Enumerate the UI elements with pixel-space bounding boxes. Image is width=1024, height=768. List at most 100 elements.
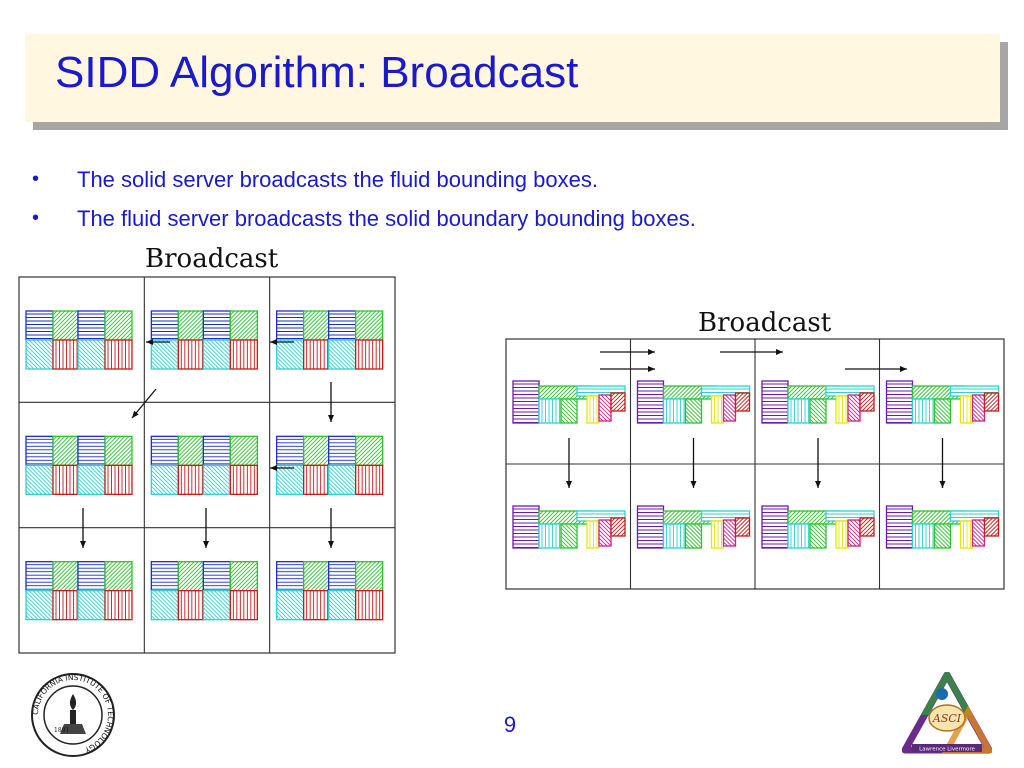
hatched-box xyxy=(229,435,258,466)
page-number: 9 xyxy=(503,712,517,737)
hatched-box xyxy=(355,435,384,466)
hatched-box xyxy=(202,464,231,495)
broadcast-arrow xyxy=(270,465,294,471)
right-figure-label: Broadcast xyxy=(698,308,832,338)
broadcast-arrow xyxy=(203,508,209,548)
left-figure-label: Broadcast xyxy=(145,244,279,274)
hatched-box xyxy=(150,561,179,592)
hatched-box xyxy=(77,435,106,466)
hatched-box xyxy=(710,395,725,424)
hatched-box xyxy=(983,392,1000,412)
hatched-box xyxy=(598,394,612,422)
asci-text: ASCI xyxy=(932,712,962,725)
hatched-box xyxy=(636,380,665,424)
partition-cell xyxy=(150,310,258,370)
asci-ribbon-text: Lawrence Livermore xyxy=(919,747,975,753)
caltech-seal-logo: CALIFORNIA INSTITUTE OF TECHNOLOGY 1891 xyxy=(31,673,115,757)
left-broadcast-figure xyxy=(18,276,396,654)
hatched-box xyxy=(971,519,986,547)
hatched-box xyxy=(177,435,204,466)
broadcast-arrow xyxy=(815,438,821,488)
bullet-text: The solid server broadcasts the fluid bo… xyxy=(77,167,598,192)
hatched-box xyxy=(177,310,204,341)
hatched-box xyxy=(77,310,106,341)
partition-cell xyxy=(512,505,626,549)
hatched-box xyxy=(276,435,305,466)
hatched-box xyxy=(809,398,827,424)
hatched-box xyxy=(538,398,562,424)
hatched-box xyxy=(859,392,875,412)
hatched-box xyxy=(52,464,79,495)
hatched-box xyxy=(761,380,789,424)
hatched-box xyxy=(835,520,849,549)
hatched-box xyxy=(276,464,305,495)
hatched-box xyxy=(847,394,861,422)
hatched-box xyxy=(355,464,384,495)
hatched-box xyxy=(911,398,936,424)
hatched-box xyxy=(303,435,330,466)
broadcast-arrow xyxy=(600,366,655,372)
hatched-box xyxy=(150,435,179,466)
hatched-box xyxy=(885,505,914,549)
hatched-box xyxy=(847,519,861,547)
hatched-box xyxy=(303,590,330,621)
hatched-box xyxy=(859,517,875,537)
hatched-box xyxy=(512,505,540,549)
hatched-box xyxy=(328,435,357,466)
partition-cell xyxy=(512,380,626,424)
hatched-box xyxy=(202,590,231,621)
bullet-text: The fluid server broadcasts the solid bo… xyxy=(77,206,696,231)
hatched-box xyxy=(761,505,789,549)
hatched-box xyxy=(25,435,54,466)
broadcast-arrow xyxy=(146,339,170,345)
hatched-box xyxy=(911,523,936,549)
broadcast-arrow xyxy=(845,366,907,372)
hatched-box xyxy=(787,523,811,549)
partition-cell xyxy=(761,505,875,549)
partition-cell xyxy=(636,380,751,424)
partition-cell xyxy=(636,505,751,549)
hatched-box xyxy=(662,523,687,549)
hatched-box xyxy=(104,339,133,370)
hatched-box xyxy=(202,339,231,370)
hatched-box xyxy=(303,464,330,495)
broadcast-arrow xyxy=(690,438,697,488)
hatched-box xyxy=(983,517,1000,537)
partition-cell xyxy=(276,310,384,370)
partition-cell xyxy=(885,380,1000,424)
hatched-box xyxy=(77,590,106,621)
hatched-box xyxy=(560,523,578,549)
hatched-box xyxy=(77,339,106,370)
hatched-box xyxy=(538,523,562,549)
hatched-box xyxy=(25,310,54,341)
partition-cell xyxy=(761,380,875,424)
broadcast-arrow xyxy=(600,349,655,355)
hatched-box xyxy=(229,339,258,370)
right-broadcast-figure xyxy=(505,338,1005,590)
hatched-box xyxy=(355,339,384,370)
hatched-box xyxy=(150,464,179,495)
hatched-box xyxy=(177,561,204,592)
hatched-box xyxy=(150,339,179,370)
hatched-box xyxy=(662,398,687,424)
broadcast-arrow xyxy=(270,339,294,345)
hatched-box xyxy=(355,310,384,341)
hatched-box xyxy=(25,464,54,495)
hatched-box xyxy=(77,464,106,495)
broadcast-arrow xyxy=(131,388,157,419)
hatched-box xyxy=(229,590,258,621)
hatched-box xyxy=(52,590,79,621)
hatched-box xyxy=(52,339,79,370)
bullet-list: • The solid server broadcasts the fluid … xyxy=(30,160,696,238)
hatched-box xyxy=(734,392,751,412)
hatched-box xyxy=(52,561,79,592)
hatched-box xyxy=(610,392,626,412)
hatched-box xyxy=(25,561,54,592)
partition-cell xyxy=(150,435,258,495)
broadcast-arrow xyxy=(720,349,783,355)
hatched-box xyxy=(328,561,357,592)
hatched-box xyxy=(328,590,357,621)
bullet-dot: • xyxy=(32,168,40,190)
hatched-box xyxy=(77,561,106,592)
bullet-item: • The solid server broadcasts the fluid … xyxy=(30,160,696,199)
